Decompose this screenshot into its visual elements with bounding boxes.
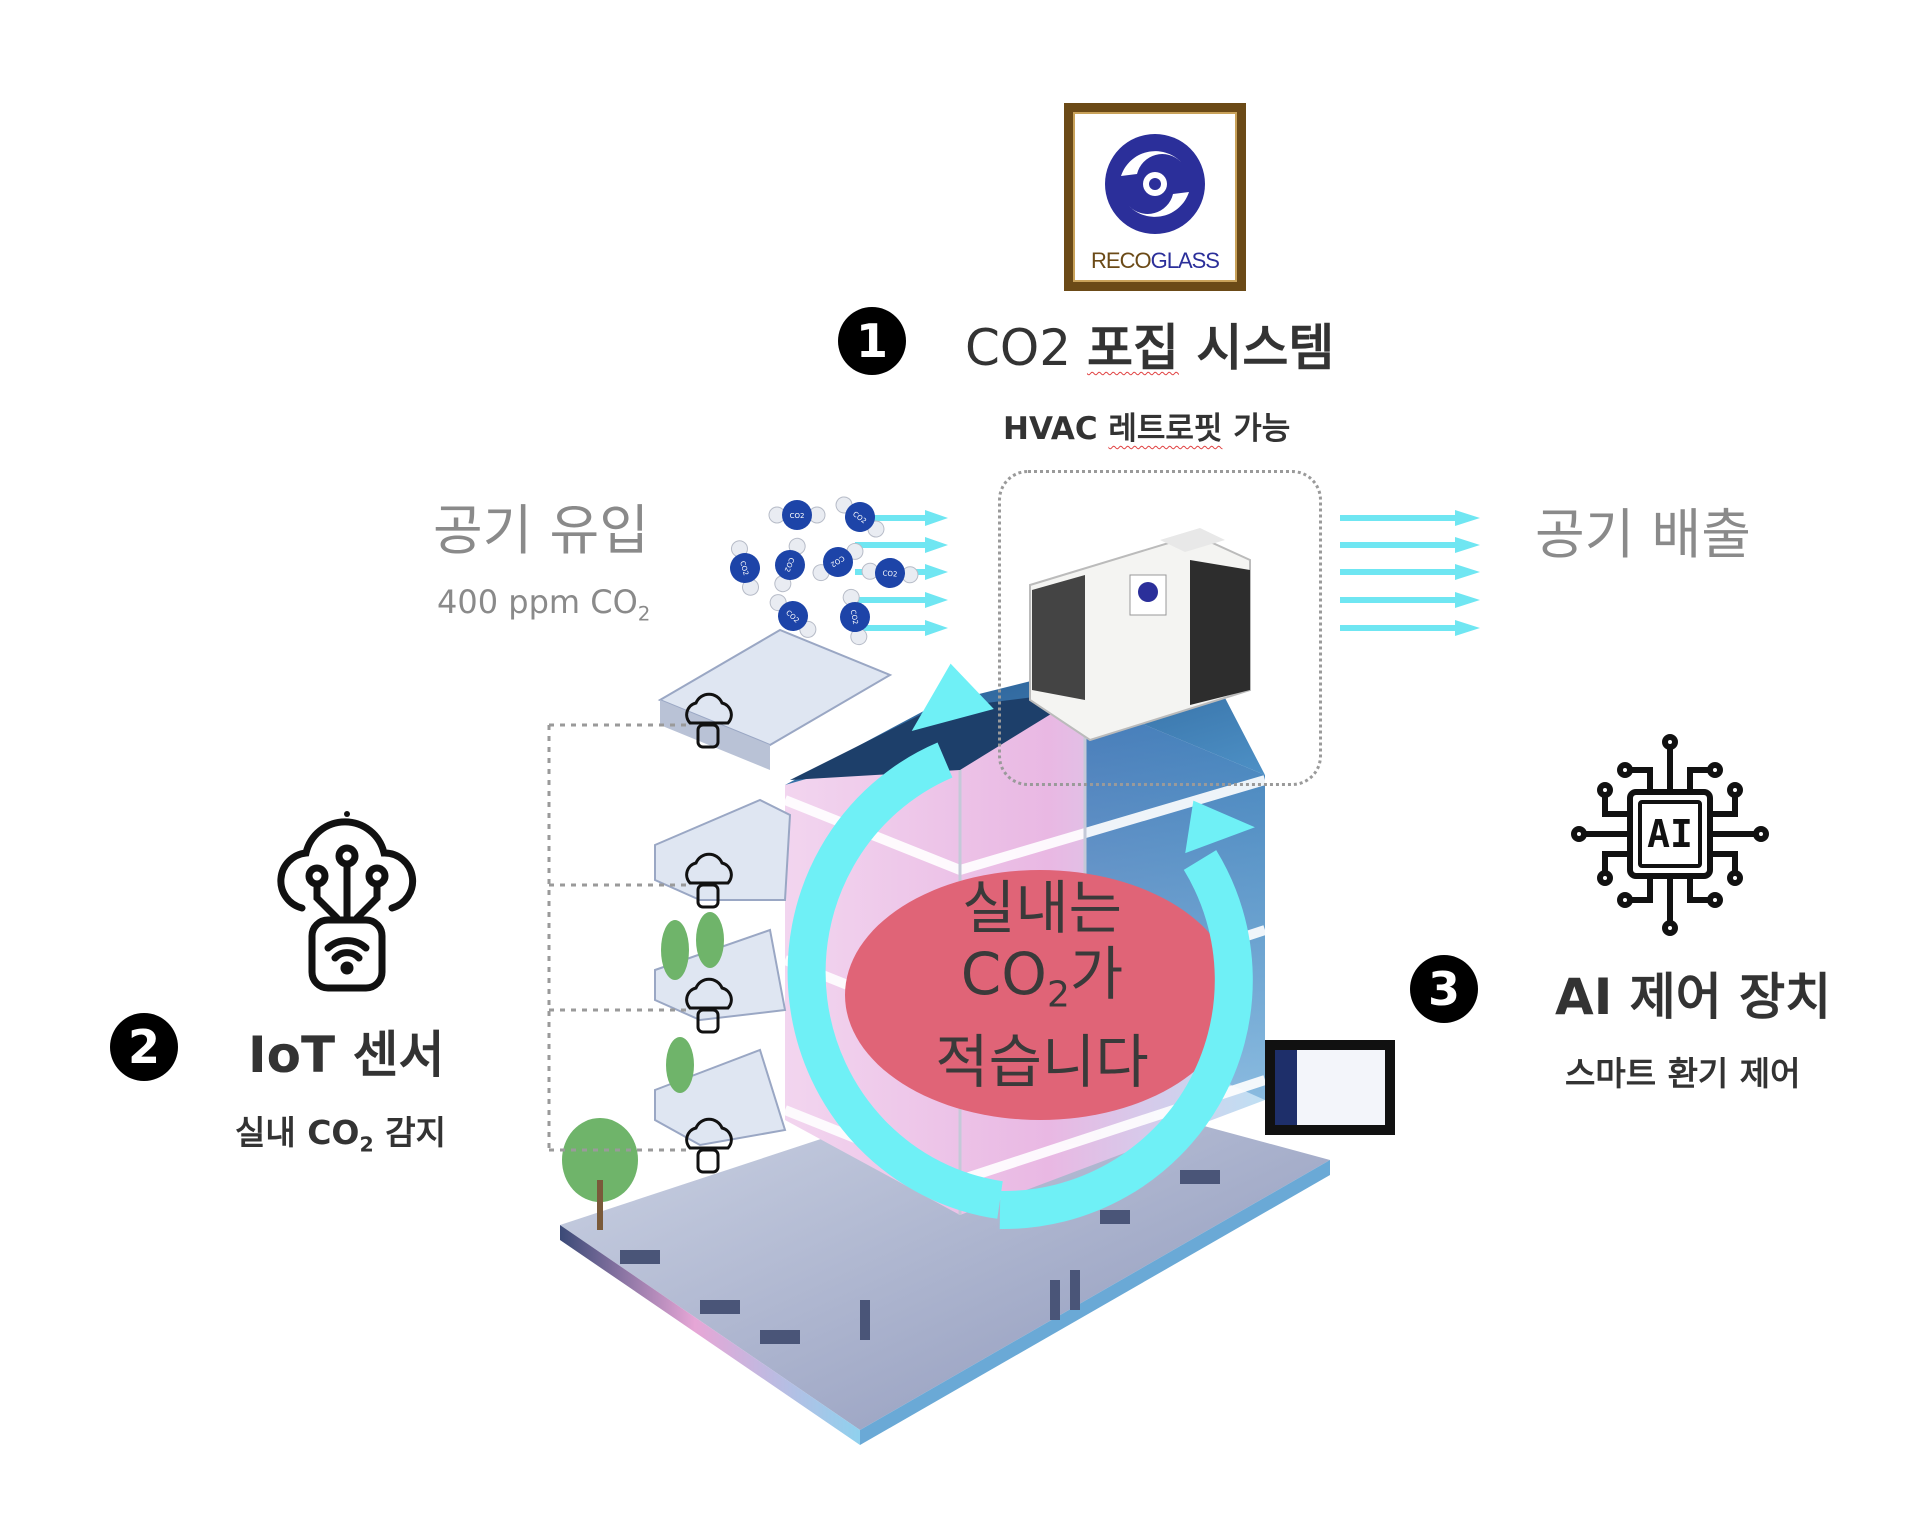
message-line-2: CO2가 — [960, 940, 1124, 1016]
co2-molecule: CO2 — [861, 558, 919, 588]
hvac-dotted-frame — [998, 470, 1322, 786]
step-3-badge: 3 — [1410, 955, 1478, 1023]
co2-molecule: CO2 — [835, 496, 885, 538]
step-1-badge: 1 — [838, 307, 906, 375]
swirl-icon — [1105, 134, 1205, 234]
step-3-title: AI 제어 장치 — [1555, 968, 1832, 1026]
message-line-1: 실내는 — [961, 874, 1123, 942]
step-3-subtitle: 스마트 환기 제어 — [1565, 1054, 1801, 1093]
step-1-title: CO2 포집 시스템 — [965, 319, 1335, 377]
co2-molecule: CO2 — [730, 540, 760, 596]
recoglass-logo: RECOGLASS — [1064, 103, 1246, 291]
co2-molecule: CO2 — [769, 594, 817, 638]
ai-chip-icon: AI — [1571, 734, 1769, 936]
co2-molecule-label: CO2 — [882, 569, 898, 578]
co2-molecule: CO2 — [774, 537, 806, 593]
ai-chip-label: AI — [1647, 812, 1693, 856]
step-1-subtitle: HVAC 레트로핏 가능 — [1003, 411, 1291, 447]
inflow-title: 공기 유입 — [433, 499, 649, 562]
co2-molecule-label: CO2 — [790, 512, 805, 520]
co2-molecule: CO2 — [768, 500, 826, 530]
outflow-title: 공기 배출 — [1535, 503, 1751, 566]
logo-wordmark: RECOGLASS — [1091, 248, 1220, 273]
co2-molecule-label: CO2 — [738, 560, 750, 576]
step-2-subtitle: 실내 CO2 감지 — [235, 1113, 446, 1157]
co2-molecule: CO2 — [840, 588, 870, 646]
step-2-title: IoT 센서 — [248, 1026, 445, 1084]
indoor-oval — [845, 870, 1235, 1120]
indoor-co2-message: 실내는 CO2가 적습니다 — [842, 875, 1242, 1095]
message-line-3: 적습니다 — [935, 1027, 1149, 1096]
co2-molecule-label: CO2 — [849, 609, 860, 625]
step-2-badge: 2 — [110, 1013, 178, 1081]
iot-cloud-sensor-icon — [277, 811, 417, 992]
co2-molecule: CO2 — [812, 542, 864, 582]
inflow-concentration: 400 ppm CO2 — [437, 583, 651, 626]
